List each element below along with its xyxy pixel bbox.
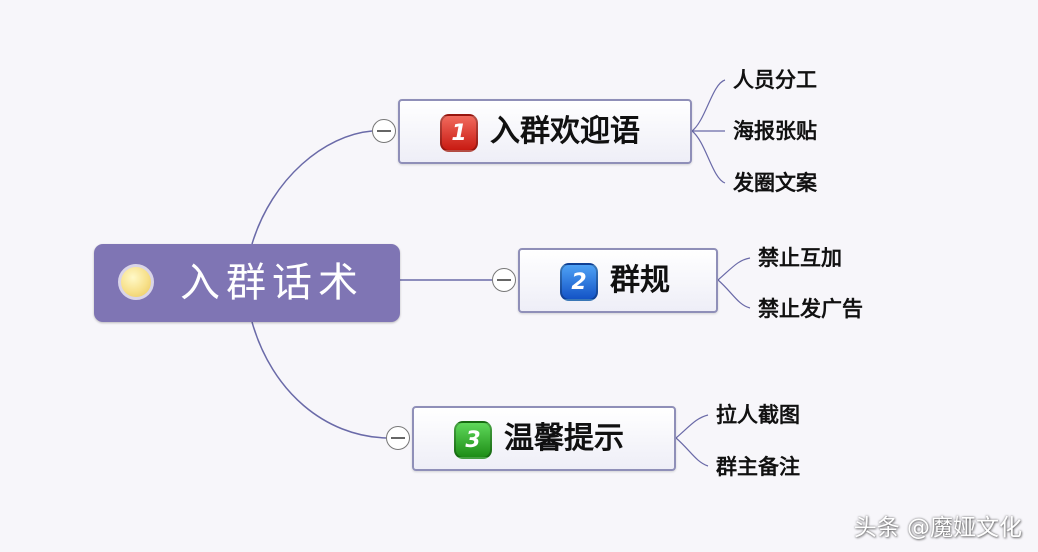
leaf-topic[interactable]: 禁止互加 xyxy=(758,246,842,270)
leaf-topic[interactable]: 群主备注 xyxy=(716,455,800,479)
connector-branch-2-leaf-2 xyxy=(717,279,751,309)
collapse-toggle-branch-2[interactable] xyxy=(492,268,516,292)
connector-branch-2-leaf-1 xyxy=(717,257,751,281)
connector-branch-3-leaf-1 xyxy=(675,414,709,439)
connector-branch-1-leaf-3 xyxy=(691,130,726,184)
connector-central-branch-1 xyxy=(251,130,373,245)
branch-label-1: 入群欢迎语 xyxy=(490,114,640,149)
branch-topic-2[interactable]: 2 群规 xyxy=(518,248,718,313)
leaf-topic[interactable]: 人员分工 xyxy=(733,68,817,92)
leaf-topic[interactable]: 海报张贴 xyxy=(733,119,817,143)
number-badge-3-icon: 3 xyxy=(454,421,492,459)
leaf-topic[interactable]: 拉人截图 xyxy=(716,403,800,427)
collapse-toggle-branch-3[interactable] xyxy=(386,426,410,450)
collapse-toggle-branch-1[interactable] xyxy=(372,119,396,143)
central-topic[interactable]: 入群话术 xyxy=(94,244,400,322)
number-badge-2-icon: 2 xyxy=(560,263,598,301)
connector-branch-3-leaf-2 xyxy=(675,437,709,467)
leaf-topic[interactable]: 禁止发广告 xyxy=(758,297,863,321)
central-topic-label: 入群话术 xyxy=(180,260,364,306)
number-badge-1-icon: 1 xyxy=(440,114,478,152)
lightbulb-icon xyxy=(118,264,154,300)
branch-topic-3[interactable]: 3 温馨提示 xyxy=(412,406,676,471)
branch-topic-1[interactable]: 1 入群欢迎语 xyxy=(398,99,692,164)
leaf-topic[interactable]: 发圈文案 xyxy=(733,171,817,195)
connector-branch-1-leaf-1 xyxy=(691,79,726,132)
branch-label-3: 温馨提示 xyxy=(504,421,624,456)
connector-central-branch-3 xyxy=(251,321,387,439)
branch-label-2: 群规 xyxy=(610,263,670,298)
watermark: 头条 @魔娅文化 xyxy=(853,515,1022,541)
